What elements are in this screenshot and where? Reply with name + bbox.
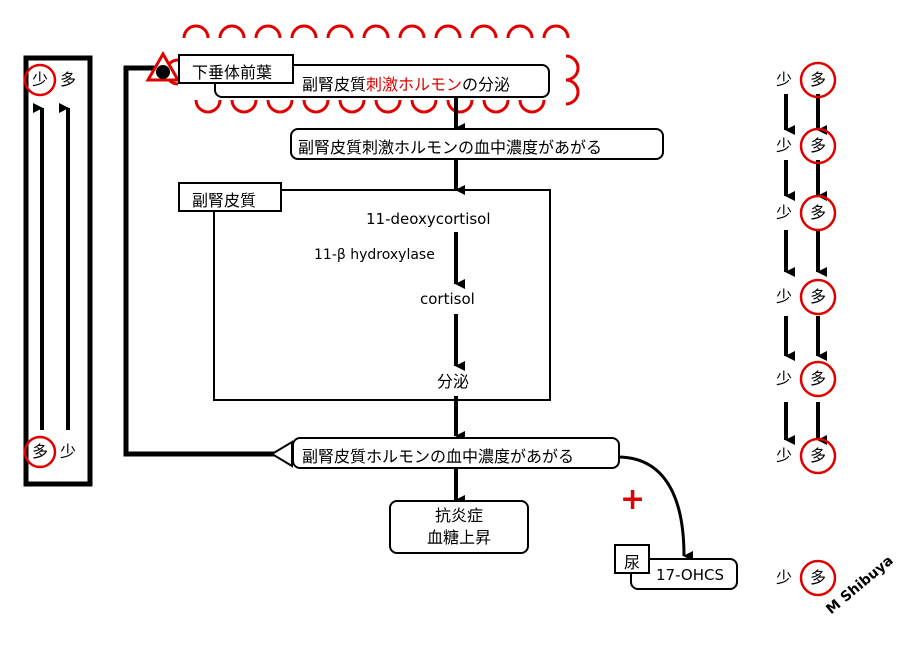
right-column-arrows (784, 94, 827, 445)
right-row-4-few: 少 (776, 287, 793, 306)
product-label: cortisol (420, 290, 475, 308)
acth-blood-level: 副腎皮質刺激ホルモンの血中濃度があがる (298, 138, 603, 157)
right-row-7-few: 少 (776, 568, 793, 587)
right-row-7-many: 多 (810, 568, 827, 587)
right-row-1-few: 少 (776, 70, 793, 89)
left-top-few: 少 (32, 70, 49, 89)
left-top-many: 多 (60, 70, 77, 89)
adrenal-cortex-label: 副腎皮質 (192, 191, 257, 210)
right-row-2-few: 少 (776, 136, 793, 155)
secretion-label: 分泌 (437, 372, 470, 391)
pituitary-label: 下垂体前葉 (192, 63, 273, 82)
red-circles (23, 61, 837, 597)
urine-metabolite: 17-OHCS (656, 566, 724, 584)
pituitary-label-box: 下垂体前葉 (178, 54, 294, 84)
right-row-6-few: 少 (776, 446, 793, 465)
left-top-circle (23, 63, 57, 97)
scallop-border (164, 24, 580, 114)
urine-label: 尿 (624, 553, 641, 572)
enzyme-label: 11-β hydroxylase (314, 247, 435, 263)
right-row-1-many: 多 (810, 70, 827, 89)
urine-label-box: 尿 (614, 544, 650, 574)
left-panel-frame (23, 55, 93, 487)
acth-blood-level-box: 副腎皮質刺激ホルモンの血中濃度があがる (290, 128, 664, 160)
plus-sign: + (620, 482, 646, 517)
cortisol-blood-level: 副腎皮質ホルモンの血中濃度があがる (302, 447, 575, 466)
effects-box: 抗炎症 血糖上昇 (389, 500, 529, 554)
adrenal-cortex-frame (213, 189, 551, 401)
right-row-6-many: 多 (810, 446, 827, 465)
arrow-to-urine (603, 455, 694, 561)
feedback-line (123, 65, 288, 457)
right-row-5-few: 少 (776, 369, 793, 388)
feedback-dot (156, 65, 170, 79)
left-bottom-few: 少 (60, 442, 77, 461)
right-row-3-many: 多 (810, 203, 827, 222)
adrenal-cortex-label-box: 副腎皮質 (178, 182, 282, 212)
acth-secretion-prefix: 副腎皮質 (302, 75, 367, 94)
acth-secretion-red: 刺激ホルモン (366, 75, 463, 94)
right-row-3-few: 少 (776, 203, 793, 222)
urine-metabolite-box: 17-OHCS (630, 558, 738, 590)
acth-secretion-suffix: の分泌 (462, 75, 511, 94)
left-bottom-many: 多 (32, 442, 49, 461)
right-row-5-many: 多 (810, 369, 827, 388)
right-row-4-many: 多 (810, 287, 827, 306)
effect-blood-glucose: 血糖上昇 (426, 528, 491, 547)
precursor-label: 11-deoxycortisol (366, 210, 491, 228)
feedback-open-arrowhead (270, 440, 293, 468)
cortisol-blood-level-box: 副腎皮質ホルモンの血中濃度があがる (292, 437, 620, 469)
right-row-2-many: 多 (810, 136, 827, 155)
effect-anti-inflammatory: 抗炎症 (434, 506, 483, 525)
left-bottom-circle (23, 435, 57, 469)
